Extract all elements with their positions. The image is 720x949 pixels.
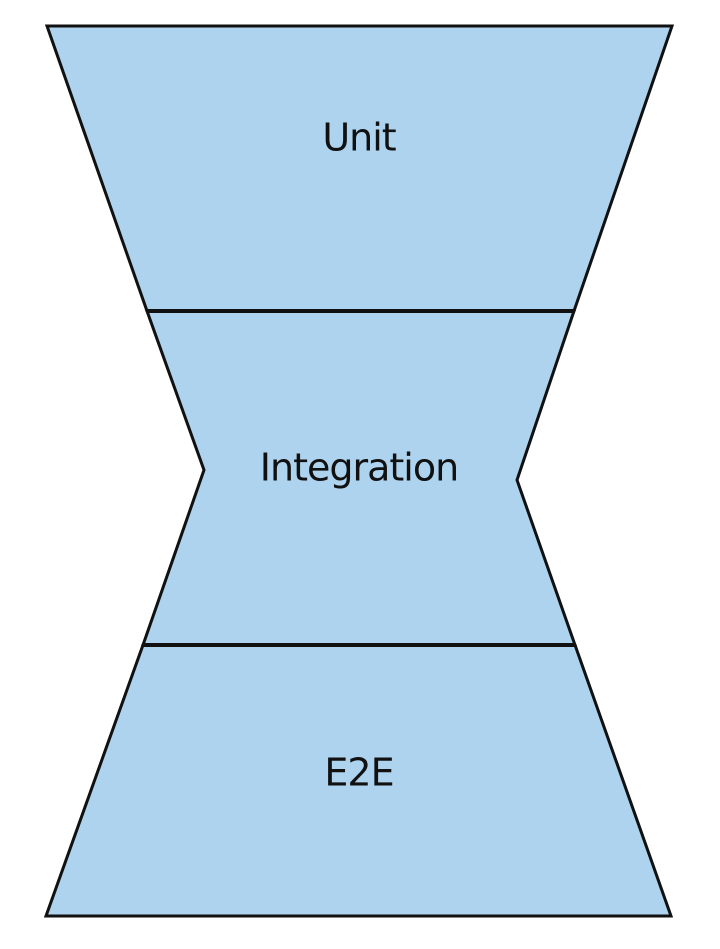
unit-label: Unit: [322, 116, 395, 160]
unit-layer-shape: [44, 24, 675, 313]
e2e-label: E2E: [324, 751, 393, 795]
integration-label: Integration: [260, 446, 458, 490]
